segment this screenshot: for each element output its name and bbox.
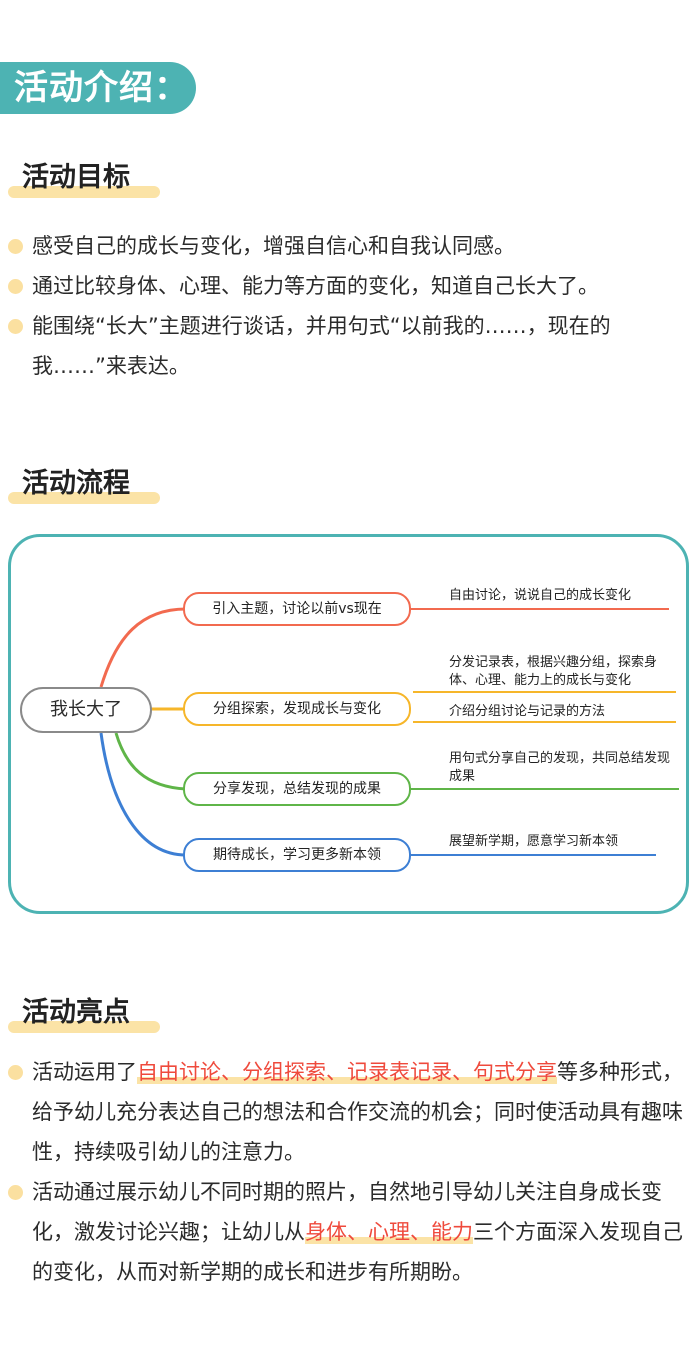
section-title-highlights: 活动亮点 bbox=[8, 993, 160, 1033]
mindmap-detail: 分发记录表，根据兴趣分组，探索身体、心理、能力上的成长与变化 bbox=[449, 655, 658, 688]
bullet-dot-icon bbox=[8, 239, 23, 254]
list-item-text: 能围绕“长大”主题进行谈话，并用句式“以前我的……，现在的我……”来表达。 bbox=[32, 314, 611, 378]
mindmap-detail: 用句式分享自己的发现，共同总结发现成果 bbox=[449, 751, 671, 784]
section-title-text: 活动目标 bbox=[22, 162, 130, 193]
mindmap-branch-2: 分组探索，发现成长与变化 bbox=[183, 692, 411, 726]
section-title-goals: 活动目标 bbox=[8, 158, 160, 198]
mindmap-connectors bbox=[99, 607, 679, 857]
highlights-list: 活动运用了自由讨论、分组探索、记录表记录、句式分享等多种形式，给予幼儿充分表达自… bbox=[8, 1052, 696, 1292]
list-item-text: 三个方面深入发现自己的变化，从而对新学期的成长和进步有所期盼。 bbox=[32, 1220, 683, 1284]
connector-branch-1 bbox=[99, 607, 187, 688]
mindmap-detail: 介绍分组讨论与记录的方法 bbox=[449, 704, 606, 719]
mindmap-detail: 自由讨论，说说自己的成长变化 bbox=[449, 588, 632, 603]
bullet-dot-icon bbox=[8, 1185, 23, 1200]
section-title-flow: 活动流程 bbox=[8, 464, 160, 504]
mindmap-card: 我长大了 引入主题，讨论以前vs现在 分组探索，发现成长与变化 分享发现，总结发… bbox=[8, 534, 689, 914]
bullet-dot-icon bbox=[8, 319, 23, 334]
bullet-dot-icon bbox=[8, 279, 23, 294]
title-highlight bbox=[8, 186, 160, 198]
highlight-text: 身体、心理、能力 bbox=[305, 1220, 473, 1244]
list-item-text: 活动运用了 bbox=[32, 1060, 137, 1084]
mindmap-detail: 展望新学期，愿意学习新本领 bbox=[449, 834, 619, 849]
mindmap-root: 我长大了 bbox=[20, 687, 152, 733]
mindmap-branch-4: 期待成长，学习更多新本领 bbox=[183, 838, 411, 872]
highlight-text: 自由讨论、分组探索、记录表记录、句式分享 bbox=[137, 1060, 557, 1084]
list-item-text: 活动通过展示幼儿不同时期的照片，自然地引导幼儿关注自身成长变化，激发讨论兴趣；让… bbox=[32, 1180, 662, 1244]
section-title-text: 活动亮点 bbox=[22, 997, 130, 1028]
list-item: 活动运用了自由讨论、分组探索、记录表记录、句式分享等多种形式，给予幼儿充分表达自… bbox=[8, 1052, 696, 1172]
connector-branch-3 bbox=[114, 732, 187, 791]
list-item: 能围绕“长大”主题进行谈话，并用句式“以前我的……，现在的我……”来表达。 bbox=[8, 306, 698, 386]
title-highlight bbox=[8, 1021, 160, 1033]
section-title-text: 活动流程 bbox=[22, 468, 130, 499]
list-item-text: 感受自己的成长与变化，增强自信心和自我认同感。 bbox=[32, 234, 515, 258]
goals-list: 感受自己的成长与变化，增强自信心和自我认同感。 通过比较身体、心理、能力等方面的… bbox=[8, 226, 698, 386]
list-item: 感受自己的成长与变化，增强自信心和自我认同感。 bbox=[8, 226, 698, 266]
list-item: 通过比较身体、心理、能力等方面的变化，知道自己长大了。 bbox=[8, 266, 698, 306]
connector-branch-4 bbox=[99, 732, 187, 857]
mindmap-branch-3: 分享发现，总结发现的成果 bbox=[183, 772, 411, 806]
list-item: 活动通过展示幼儿不同时期的照片，自然地引导幼儿关注自身成长变化，激发讨论兴趣；让… bbox=[8, 1172, 696, 1292]
bullet-dot-icon bbox=[8, 1065, 23, 1080]
page-title: 活动介绍： bbox=[0, 62, 196, 114]
list-item-text: 等多种形式，给予幼儿充分表达自己的想法和合作交流的机会；同时使活动具有趣味性，持… bbox=[32, 1060, 683, 1164]
title-highlight bbox=[8, 492, 160, 504]
mindmap-branch-1: 引入主题，讨论以前vs现在 bbox=[183, 592, 411, 626]
list-item-text: 通过比较身体、心理、能力等方面的变化，知道自己长大了。 bbox=[32, 274, 599, 298]
